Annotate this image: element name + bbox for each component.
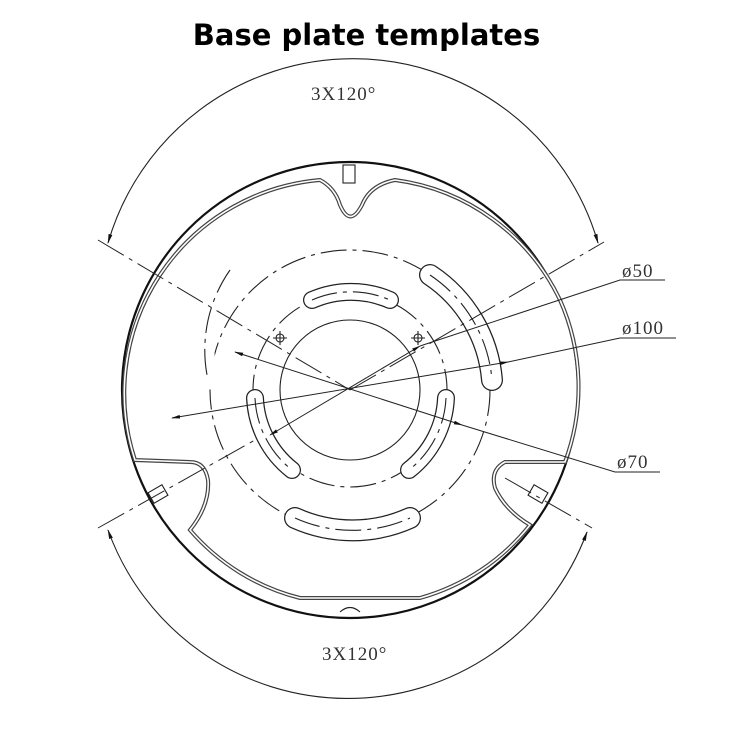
angle-label-top: 3X120° <box>311 84 376 105</box>
angle-label-bottom: 3X120° <box>322 644 387 665</box>
tab-top <box>342 164 356 184</box>
diameter-label-100: ø100 <box>622 318 664 339</box>
diameter-leaders <box>171 279 676 473</box>
plate-flange-profile <box>122 177 581 613</box>
angle-dimension-bottom: 3X120° <box>107 529 588 699</box>
center-marks <box>273 331 425 345</box>
diameter-label-70: ø70 <box>617 452 649 473</box>
angle-dimension-top: 3X120° <box>107 58 599 244</box>
page-title: Base plate templates <box>192 18 541 52</box>
tab-right <box>527 484 549 504</box>
diameter-label-50: ø50 <box>622 261 654 282</box>
